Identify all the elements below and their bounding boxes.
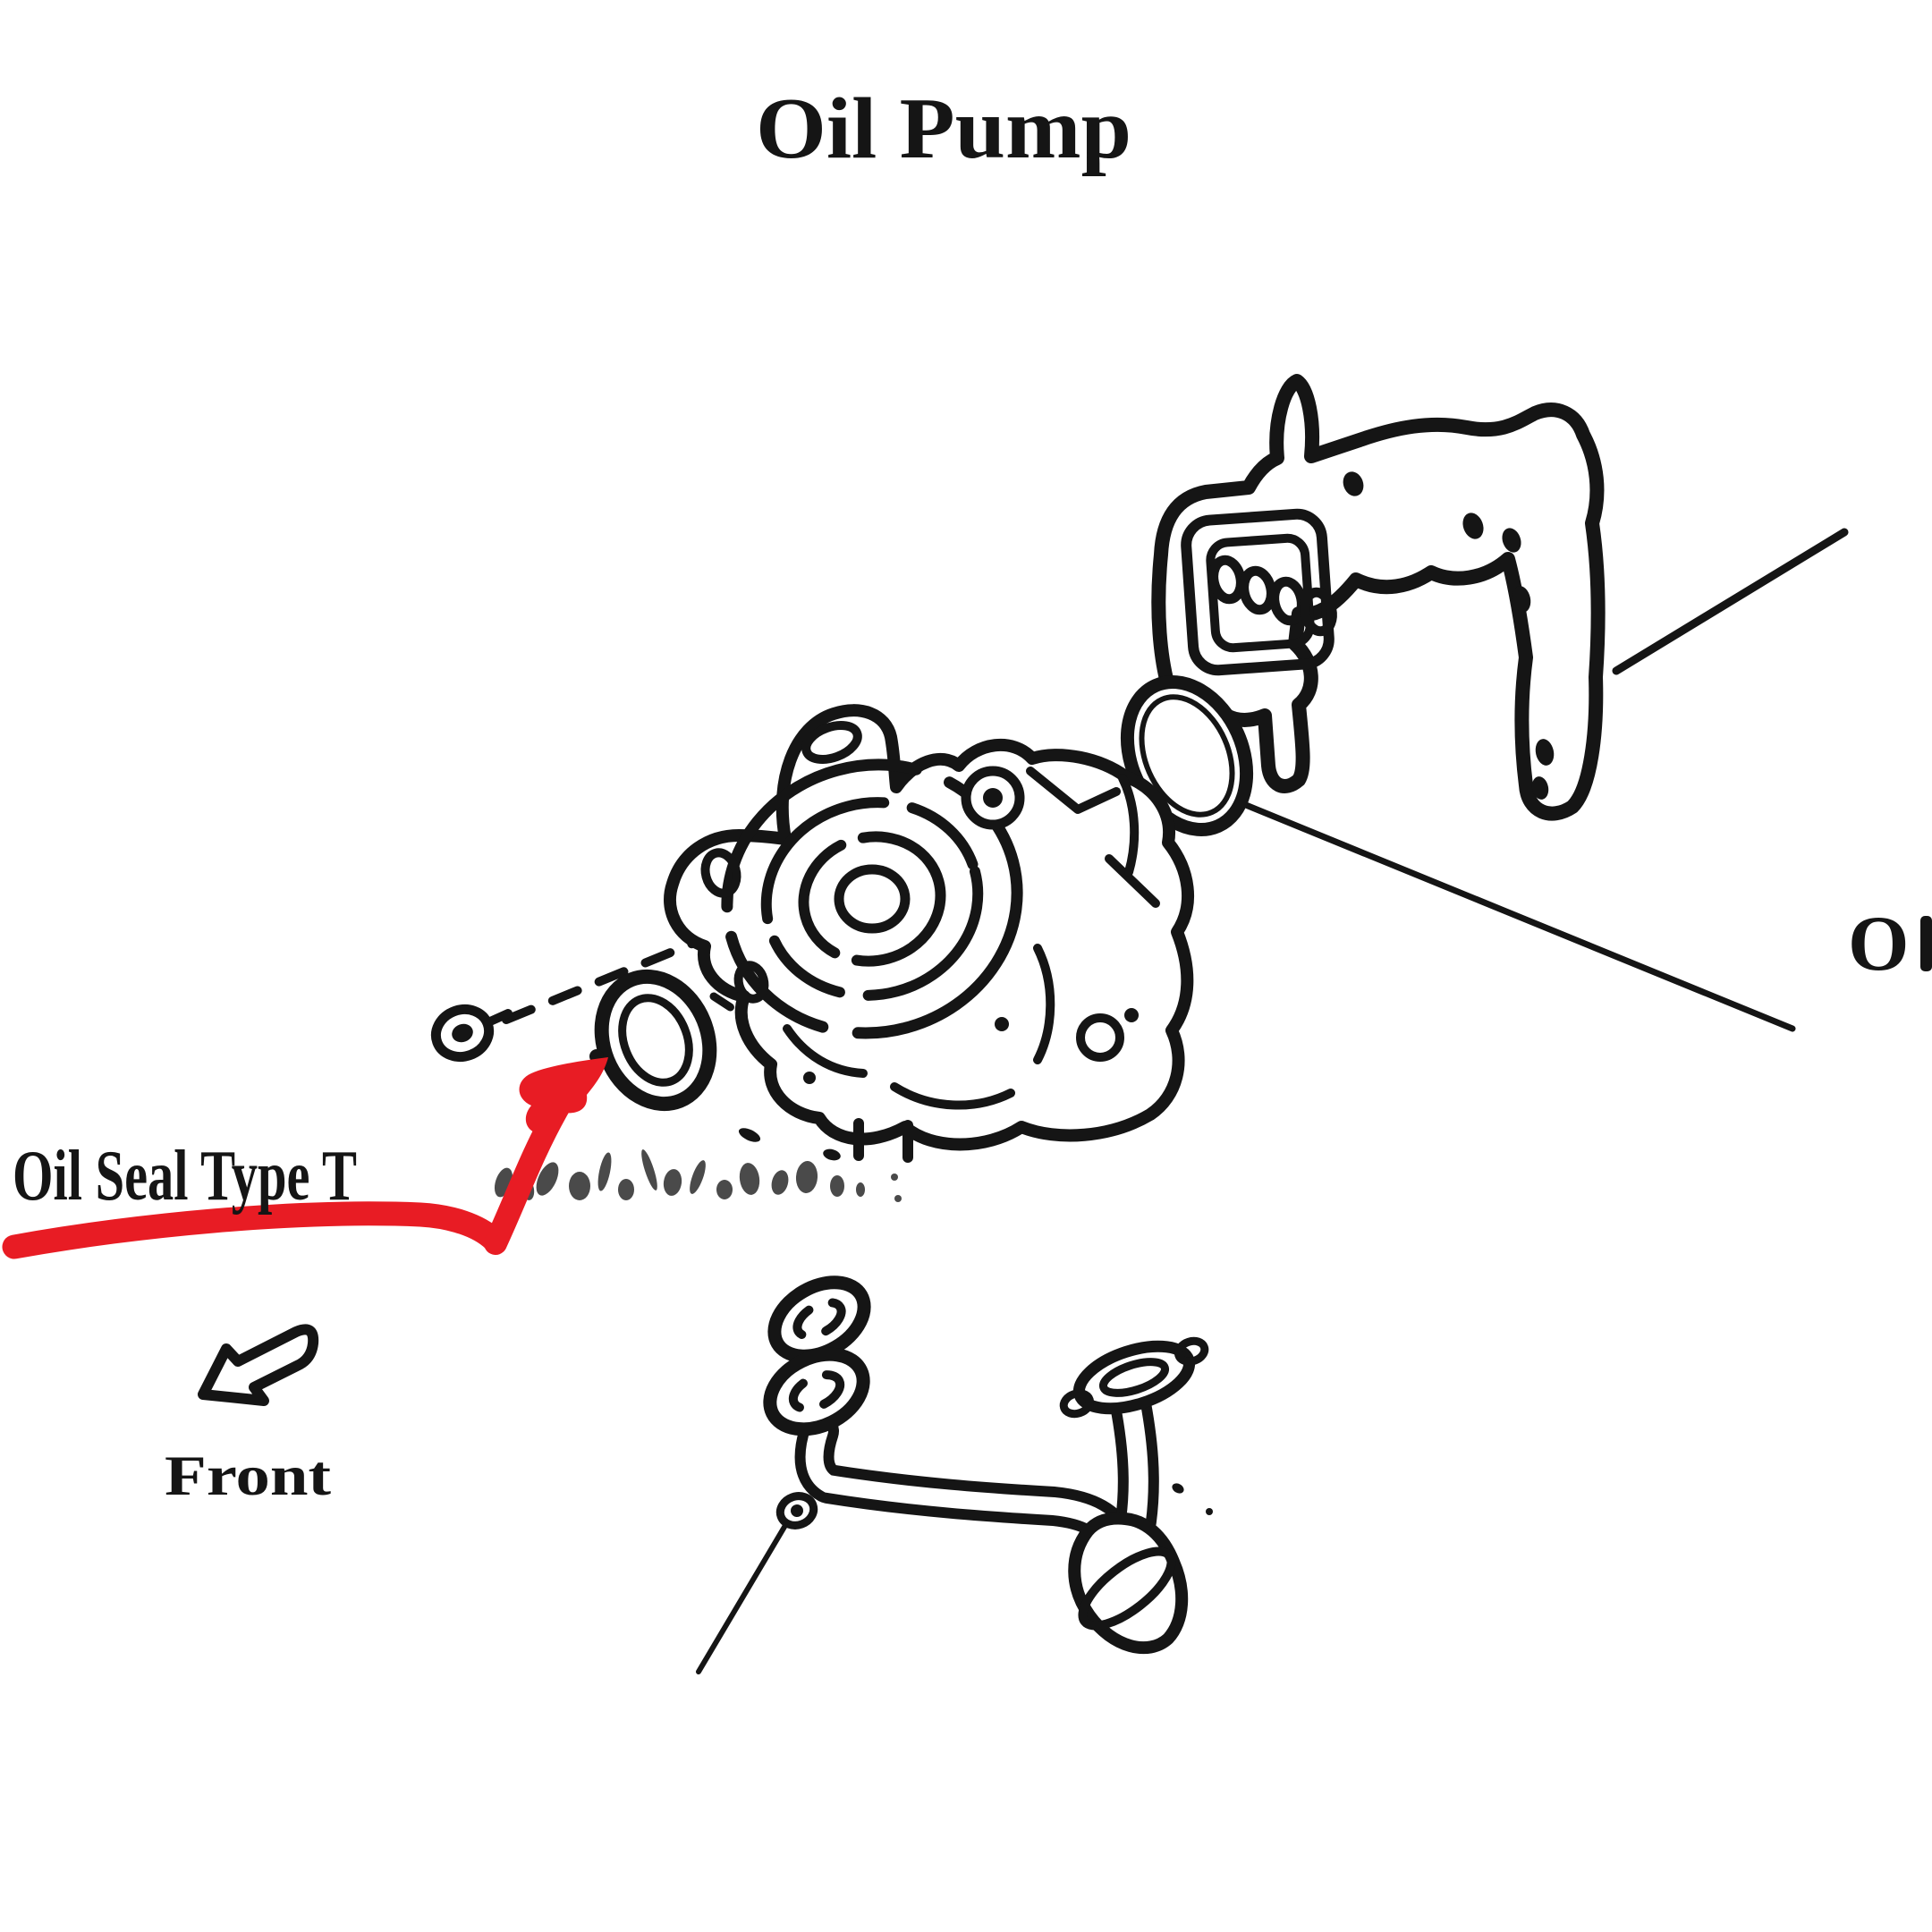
strainer-leader-line <box>696 1520 790 1674</box>
red-underline <box>2 1201 506 1259</box>
oil-strainer <box>696 1275 1213 1674</box>
oil-seal <box>589 969 717 1112</box>
illegible-smudge-text <box>494 1149 902 1202</box>
page-title: Oil Pump <box>756 80 1131 177</box>
mounting-bolt <box>430 1004 513 1062</box>
strainer-gasket-upper <box>767 1275 871 1363</box>
right-edge-partial-label: O <box>1848 901 1932 987</box>
o-ring-leader-line <box>1238 800 1796 1032</box>
oil-seal-label: Oil Seal Type T <box>13 1137 357 1216</box>
red-arrowhead <box>519 1057 608 1134</box>
front-label: Front <box>165 1444 332 1507</box>
red-annotation <box>2 1057 608 1259</box>
right-edge-partial-o: O <box>1848 901 1909 987</box>
gasket-leader-line <box>1612 528 1849 675</box>
right-edge-cut-letter <box>1920 916 1932 971</box>
oil-pump-body <box>664 704 1194 1163</box>
strainer-bolt <box>775 1492 818 1530</box>
front-direction-arrow-icon <box>198 1324 319 1406</box>
strainer-gasket-lower <box>763 1347 870 1436</box>
